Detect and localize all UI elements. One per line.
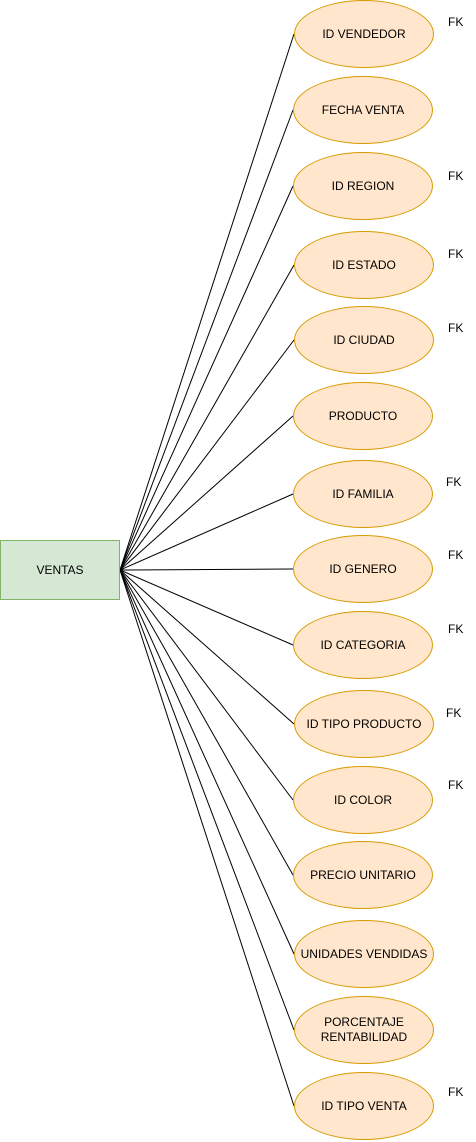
attribute-id-estado[interactable]: ID ESTADO: [294, 231, 434, 299]
fk-label-id-vendedor: FK: [448, 15, 464, 29]
attribute-label: FECHA VENTA: [321, 102, 405, 117]
connector-line: [119, 339, 295, 571]
attribute-label: PORCENTAJE RENTABILIDAD: [320, 1015, 408, 1044]
connector-line: [119, 568, 294, 571]
attribute-id-genero[interactable]: ID GENERO: [293, 535, 433, 603]
attribute-id-categoria[interactable]: ID CATEGORIA: [293, 611, 433, 679]
attribute-label: ID VENDEDOR: [322, 26, 406, 41]
connector-line: [119, 569, 295, 1107]
attribute-id-color[interactable]: ID COLOR: [293, 766, 433, 834]
connector-line: [119, 493, 294, 571]
connector-line: [119, 569, 295, 1031]
connector-line: [119, 569, 295, 955]
entity-ventas[interactable]: VENTAS: [0, 540, 120, 600]
attribute-label: ID COLOR: [333, 792, 392, 807]
attribute-label: ID TIPO VENTA: [321, 1098, 407, 1113]
fk-label-id-region: FK: [448, 169, 464, 183]
connector-line: [119, 569, 294, 801]
connector-line: [119, 185, 294, 571]
attribute-label: ID FAMILIA: [332, 486, 394, 501]
attribute-label: ID TIPO PRODUCTO: [306, 716, 422, 731]
attribute-label: PRECIO UNITARIO: [310, 867, 416, 882]
attribute-unidades-vendidas[interactable]: UNIDADES VENDIDAS: [294, 920, 434, 988]
attribute-id-familia[interactable]: ID FAMILIA: [293, 460, 433, 528]
attribute-precio-unitario[interactable]: PRECIO UNITARIO: [293, 841, 433, 909]
attribute-label: ID GENERO: [329, 561, 397, 576]
fk-label-id-tipo-producto: FK: [446, 706, 462, 720]
connector-line: [119, 33, 295, 571]
fk-label-id-familia: FK: [446, 475, 462, 489]
attribute-label: ID REGION: [331, 178, 395, 193]
fk-label-id-ciudad: FK: [448, 321, 464, 335]
attribute-label: UNIDADES VENDIDAS: [300, 946, 428, 961]
attribute-id-tipo-venta[interactable]: ID TIPO VENTA: [294, 1072, 434, 1140]
attribute-fecha-venta[interactable]: FECHA VENTA: [293, 76, 433, 144]
attribute-id-tipo-producto[interactable]: ID TIPO PRODUCTO: [294, 690, 434, 758]
attribute-label: ID CATEGORIA: [320, 637, 406, 652]
connector-line: [119, 109, 294, 571]
connector-line: [119, 264, 295, 571]
attribute-label: PRODUCTO: [328, 408, 398, 423]
fk-label-id-color: FK: [448, 778, 464, 792]
attribute-producto[interactable]: PRODUCTO: [293, 382, 433, 450]
attribute-label: ID ESTADO: [332, 257, 396, 272]
attribute-label: ID CIUDAD: [333, 332, 395, 347]
connector-line: [119, 569, 295, 725]
fk-label-id-tipo-venta: FK: [448, 1085, 464, 1099]
fk-label-id-estado: FK: [448, 247, 464, 261]
entity-label: VENTAS: [36, 563, 84, 577]
fk-label-id-categoria: FK: [448, 622, 464, 636]
fk-label-id-genero: FK: [448, 548, 464, 562]
attribute-porcentaje-rentabilidad[interactable]: PORCENTAJE RENTABILIDAD: [294, 996, 434, 1064]
connector-line: [119, 569, 294, 646]
connector-line: [119, 569, 294, 876]
connector-line: [119, 415, 294, 571]
attribute-id-region[interactable]: ID REGION: [293, 152, 433, 220]
attribute-id-ciudad[interactable]: ID CIUDAD: [294, 306, 434, 374]
attribute-id-vendedor[interactable]: ID VENDEDOR: [294, 0, 434, 68]
